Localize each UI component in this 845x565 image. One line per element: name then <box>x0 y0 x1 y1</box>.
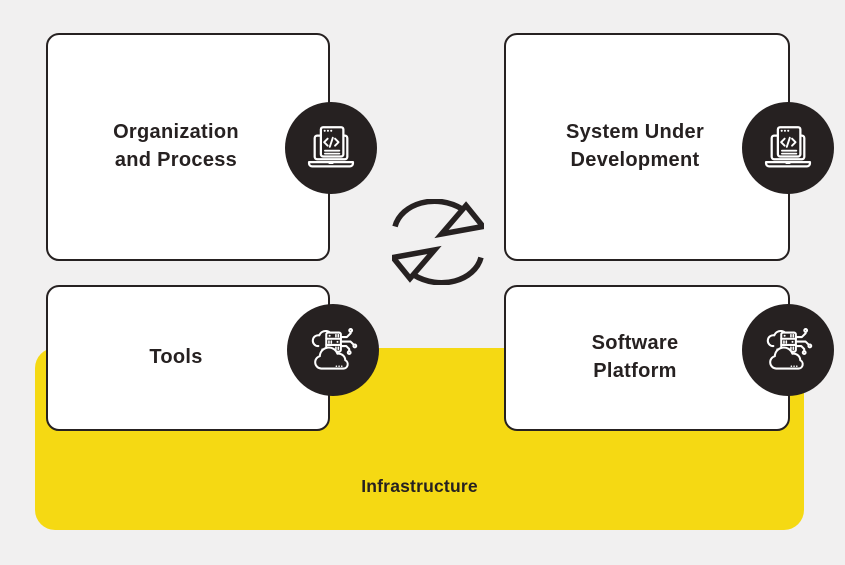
cloud-server-icon <box>287 304 379 396</box>
card-label: System Under Development <box>565 121 705 171</box>
card-organization-and-process: Organization and Process <box>46 33 330 261</box>
sync-arrows-icon <box>387 198 489 286</box>
card-software-platform: Software Platform <box>504 285 790 431</box>
card-label: Software Platform <box>591 332 679 382</box>
infrastructure-label: Infrastructure <box>361 476 478 496</box>
laptop-code-icon <box>742 102 834 194</box>
card-label: Tools <box>149 346 203 369</box>
card-tools: Tools <box>46 285 330 431</box>
card-label: Organization and Process <box>113 121 239 171</box>
cloud-server-icon <box>742 304 834 396</box>
laptop-code-icon <box>285 102 377 194</box>
